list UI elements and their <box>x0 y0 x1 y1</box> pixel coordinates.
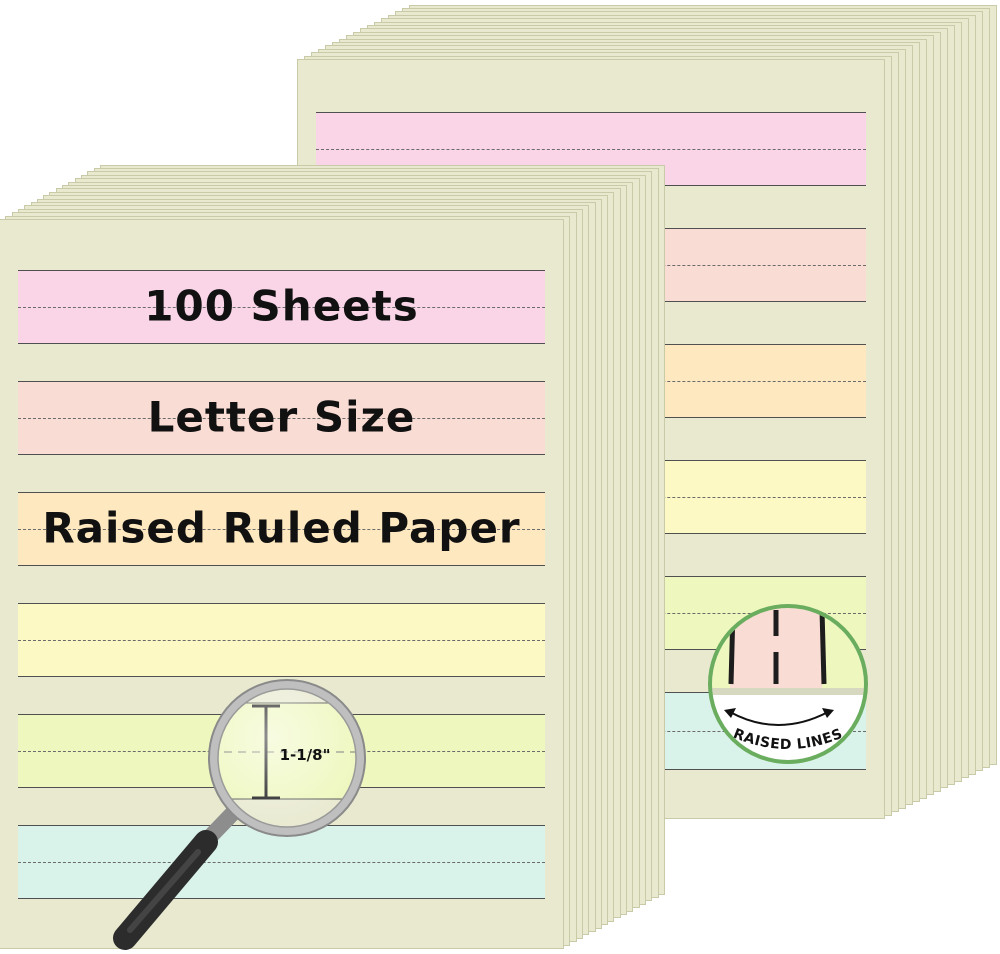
raised-lines-inset: RAISED LINES <box>708 604 868 764</box>
headline-sheets: 100 Sheets <box>144 281 419 331</box>
front-band-pink: 100 Sheets <box>18 270 545 344</box>
headline-raised-ruled-paper: Raised Ruled Paper <box>42 503 521 553</box>
front-band-yellow <box>18 603 545 677</box>
measurement-label: 1-1/8" <box>280 746 331 764</box>
magnifier-icon: 1-1/8" <box>113 679 366 950</box>
front-band-orange: Raised Ruled Paper <box>18 492 545 566</box>
front-band-salmon: Letter Size <box>18 381 545 455</box>
headline-letter-size: Letter Size <box>147 392 416 442</box>
front-sheet: 100 Sheets Letter Size Raised Ruled Pape… <box>0 220 563 948</box>
